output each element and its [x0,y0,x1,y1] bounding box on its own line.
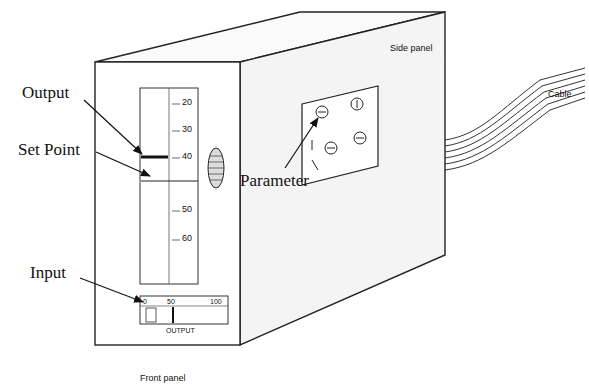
part-label: Cable [548,90,572,99]
callout-label: Input [30,264,66,281]
scale-number: 0 [143,298,147,305]
scale-number: 100 [210,298,222,305]
scale-number: 50 [182,205,192,214]
leader-arrow [80,278,143,302]
leader-arrow [285,118,318,168]
scale-ticks [172,104,180,240]
scale-number: 20 [182,98,192,107]
callout-label: Parameter [240,172,309,189]
scale-window [140,88,198,284]
callout-label: Set Point [18,141,80,158]
cable [445,68,585,170]
parameter-knobs [312,98,366,170]
output-meter [140,296,228,324]
meter-label: OUTPUT [166,327,195,334]
part-label: Side panel [390,44,433,53]
scale-number: 30 [182,125,192,134]
scale-number: 60 [182,234,192,243]
setpoint-knob [208,148,224,188]
front-face [95,62,240,345]
scale-number: 50 [167,298,175,305]
leader-arrow [84,100,142,154]
callout-label: Output [22,84,69,101]
side-face [240,12,445,345]
output-pointer [141,156,168,159]
parameter-panel [302,86,378,185]
scale-number: 40 [182,152,192,161]
part-label: Front panel [140,374,186,383]
leader-arrow [96,152,150,176]
setpoint-line [141,180,198,181]
